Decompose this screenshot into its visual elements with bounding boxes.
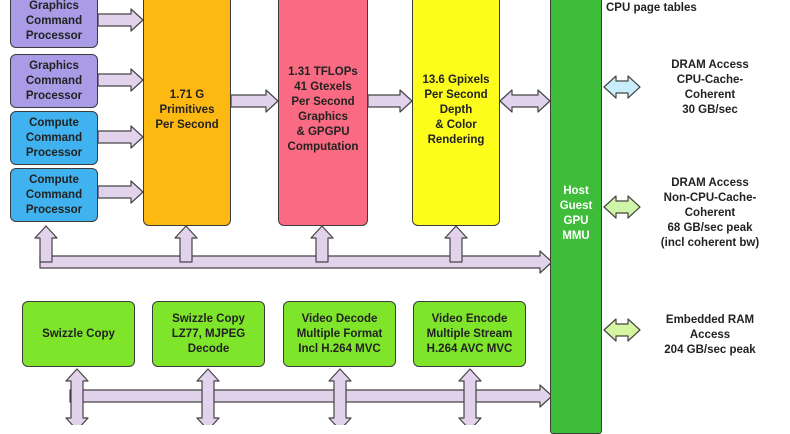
swizzle-copy-block: Swizzle Copy — [22, 301, 135, 367]
ccp2-to-primitives-arrow — [97, 180, 144, 204]
swizzle-copy-decode-block: Swizzle Copy LZ77, MJPEG Decode — [152, 301, 265, 367]
ccp1-to-primitives-arrow — [97, 125, 144, 149]
swizzle-copy-decode-block-label: Swizzle Copy LZ77, MJPEG Decode — [171, 312, 246, 355]
video-decode-block-label: Video Decode Multiple Format Incl H.264 … — [296, 312, 383, 355]
graphics-command-processor-1-label: Graphics Command Processor — [25, 0, 83, 42]
swizzle-bus-arrow — [65, 368, 89, 425]
bus-to-render-arrow — [444, 225, 468, 263]
render-backend-block-label: 13.6 Gpixels Per Second Depth & Color Re… — [422, 73, 490, 146]
gpu-mmu-block: Host Guest GPU MMU — [550, 0, 602, 434]
bus-to-primitives-arrow — [174, 225, 198, 263]
upper-bus-arrow — [39, 250, 553, 274]
compute-to-render-arrow — [367, 89, 413, 113]
embedded-ram-label: Embedded RAM Access 204 GB/sec peak — [664, 314, 756, 356]
embedded-ram-arrow — [603, 318, 641, 342]
graphics-command-processor-2: Graphics Command Processor — [10, 54, 98, 108]
dram-noncoherent-arrow — [603, 195, 641, 219]
render-to-mmu-arrow — [499, 89, 551, 113]
gpu-architecture-diagram: Graphics Command Processor Graphics Comm… — [10, 0, 760, 434]
lower-bus-arrow — [69, 384, 553, 408]
primitives-block: 1.71 G Primitives Per Second — [143, 0, 231, 226]
swizzle-decode-bus-arrow — [196, 368, 220, 425]
compute-command-processor-2-label: Compute Command Processor — [25, 173, 83, 216]
bus-to-command-processors-arrow — [34, 225, 58, 263]
swizzle-copy-block-label: Swizzle Copy — [42, 327, 115, 340]
dram-coherent-arrow — [603, 75, 641, 99]
video-decode-block: Video Decode Multiple Format Incl H.264 … — [283, 301, 396, 367]
gcp2-to-primitives-arrow — [97, 68, 144, 92]
bus-to-compute-arrow — [310, 225, 334, 263]
video-decode-bus-arrow — [328, 368, 352, 425]
dram-noncoherent-label: DRAM Access Non-CPU-Cache- Coherent 68 G… — [660, 177, 760, 249]
dram-coherent-label: DRAM Access CPU-Cache- Coherent 30 GB/se… — [671, 59, 749, 116]
connector-arrows — [34, 8, 641, 425]
primitives-block-label: 1.71 G Primitives Per Second — [155, 88, 219, 131]
video-encode-block-label: Video Encode Multiple Stream H.264 AVC M… — [426, 312, 513, 355]
render-backend-block: 13.6 Gpixels Per Second Depth & Color Re… — [412, 0, 500, 226]
compute-block: 1.31 TFLOPs 41 Gtexels Per Second Graphi… — [278, 0, 368, 226]
video-encode-block: Video Encode Multiple Stream H.264 AVC M… — [413, 301, 526, 367]
gpu-mmu-block-label: Host Guest GPU MMU — [559, 185, 593, 242]
gcp1-to-primitives-arrow — [97, 8, 144, 32]
video-encode-bus-arrow — [458, 368, 482, 425]
graphics-command-processor-1: Graphics Command Processor — [10, 0, 98, 48]
cpu-page-tables-label: CPU page tables — [606, 2, 697, 14]
graphics-command-processor-2-label: Graphics Command Processor — [25, 59, 83, 102]
compute-command-processor-1-label: Compute Command Processor — [25, 116, 83, 159]
compute-command-processor-1: Compute Command Processor — [10, 111, 98, 165]
compute-command-processor-2: Compute Command Processor — [10, 168, 98, 222]
compute-block-label: 1.31 TFLOPs 41 Gtexels Per Second Graphi… — [287, 66, 359, 153]
primitives-to-compute-arrow — [230, 89, 279, 113]
